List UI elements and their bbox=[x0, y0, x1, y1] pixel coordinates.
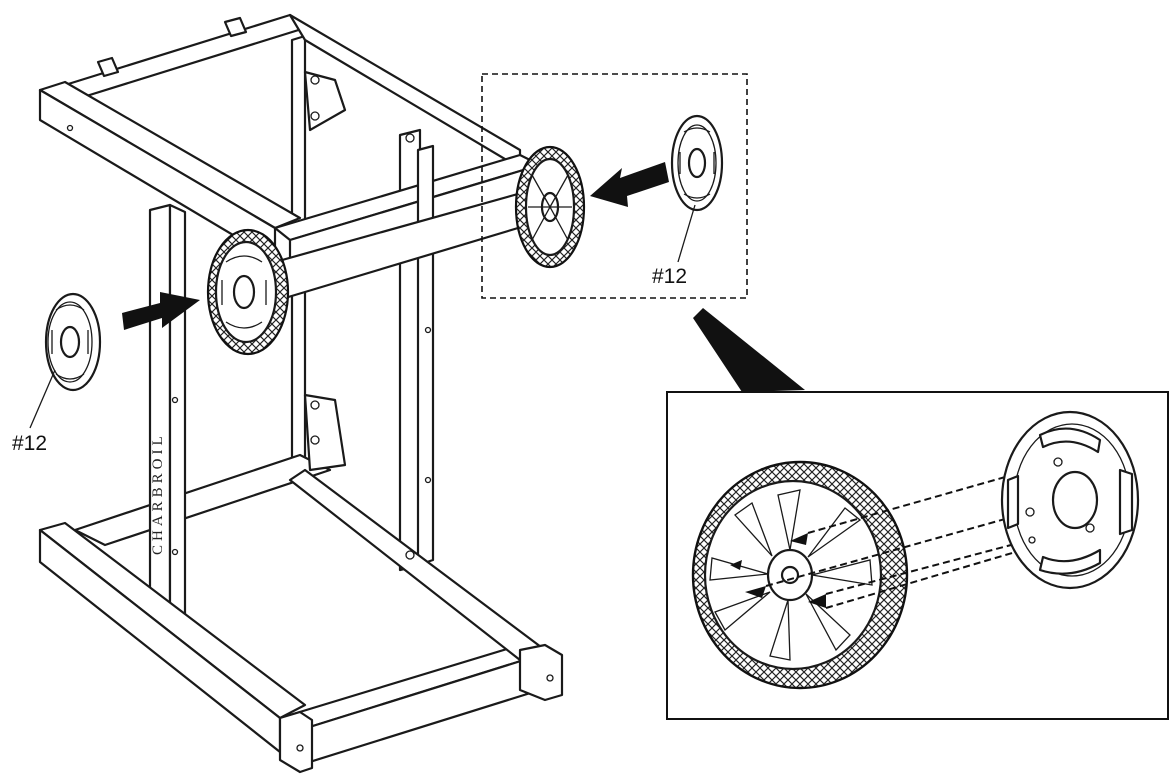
alignment-lines bbox=[765, 461, 1091, 609]
cart-frame: CHARBROIL bbox=[38, 13, 564, 774]
detail-selection-box bbox=[481, 73, 748, 299]
detail-inset bbox=[666, 391, 1169, 720]
arrow-right-icon bbox=[122, 292, 200, 330]
detail-pointer bbox=[693, 308, 805, 392]
left-hubcap-label: #12 bbox=[12, 432, 47, 455]
detail-wheel bbox=[691, 460, 909, 690]
left-wheel bbox=[206, 228, 290, 356]
left-callout-line bbox=[29, 369, 56, 429]
arrow-left-icon bbox=[590, 162, 669, 207]
cart-brand-text: CHARBROIL bbox=[150, 432, 166, 555]
right-hubcap bbox=[670, 114, 724, 212]
right-hubcap-label: #12 bbox=[652, 265, 687, 288]
right-wheel bbox=[514, 145, 586, 269]
detail-hubcap bbox=[1000, 410, 1140, 590]
right-callout-line bbox=[677, 204, 696, 263]
left-hubcap bbox=[44, 292, 102, 392]
